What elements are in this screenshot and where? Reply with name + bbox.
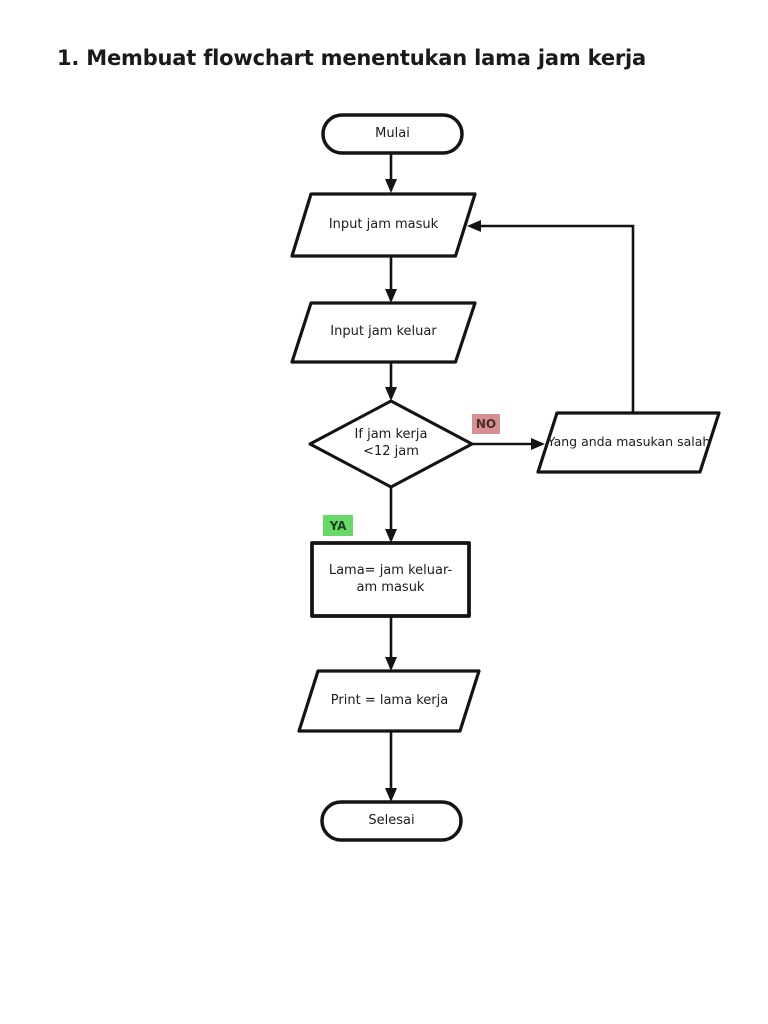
page-title: 1. Membuat flowchart menentukan lama jam… bbox=[57, 46, 646, 70]
input-jam-masuk-parallelogram bbox=[290, 192, 477, 258]
end-terminator-shape bbox=[320, 800, 463, 842]
decision-diamond bbox=[308, 399, 474, 489]
error-parallelogram bbox=[536, 411, 721, 474]
connector-error-feedback-to-input-masuk bbox=[467, 220, 635, 413]
print-parallelogram bbox=[297, 669, 481, 733]
no-branch-badge: NO bbox=[472, 414, 500, 434]
input-jam-keluar-parallelogram bbox=[290, 301, 477, 364]
start-terminator-shape bbox=[321, 113, 464, 155]
process-rectangle bbox=[310, 541, 471, 618]
ya-branch-badge: YA bbox=[323, 515, 353, 536]
